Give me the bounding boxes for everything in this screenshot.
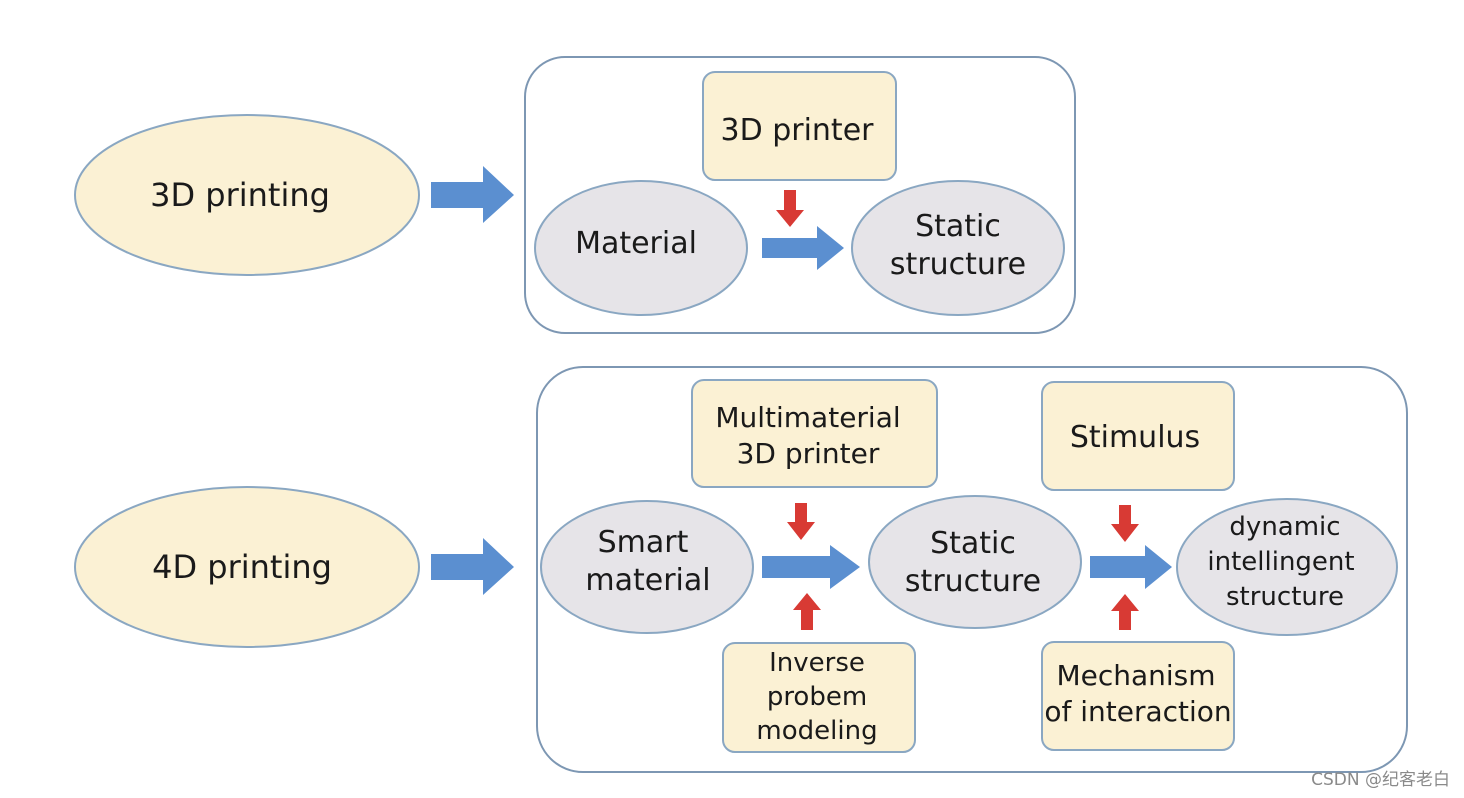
process-4d-printing-label: 4D printing (152, 548, 332, 586)
material-node (534, 180, 748, 316)
multimaterial-printer-box (691, 379, 938, 488)
multimaterial-printer-label-line1: Multimaterial (715, 401, 900, 434)
watermark-text: CSDN @纪客老白 (1311, 770, 1450, 790)
static-structure-3d-node (851, 180, 1065, 316)
row-3d-material-to-structure-arrow (762, 226, 844, 270)
inverse-modeling-box (722, 642, 916, 753)
process-3d-printing-node (74, 114, 420, 276)
row-3d-flow-arrow (431, 166, 514, 223)
row-4d-process-frame (536, 366, 1408, 773)
static-structure-3d-label-line2: structure (890, 247, 1026, 282)
static-structure-4d-node (868, 495, 1082, 629)
dynamic-structure-label-line1: dynamic (1229, 512, 1340, 542)
stimulus-down-arrow (1111, 505, 1139, 542)
smart-material-node (540, 500, 754, 634)
dynamic-structure-label-line3: structure (1226, 582, 1344, 612)
printer-3d-label: 3D printer (720, 113, 874, 148)
inverse-modeling-up-arrow (793, 593, 821, 630)
dynamic-structure-node (1176, 498, 1398, 636)
inverse-modeling-label-line3: modeling (756, 716, 877, 746)
mechanism-label-line2: of interaction (1044, 695, 1231, 728)
static-to-dynamic-arrow (1090, 545, 1172, 589)
material-label: Material (575, 226, 697, 261)
static-structure-4d-label-line2: structure (905, 564, 1041, 599)
static-structure-4d-label-line1: Static (930, 526, 1016, 561)
printer-3d-box (702, 71, 897, 181)
printer-3d-down-arrow (776, 190, 804, 227)
inverse-modeling-label-line1: Inverse (769, 648, 865, 678)
smart-material-label-line2: material (585, 563, 710, 598)
process-4d-printing-node (74, 486, 420, 648)
smart-material-label-line1: Smart (598, 525, 689, 560)
process-3d-printing-label: 3D printing (150, 176, 330, 214)
smart-material-to-static-arrow (762, 545, 860, 589)
multimaterial-printer-down-arrow (787, 503, 815, 540)
static-structure-3d-label-line1: Static (915, 209, 1001, 244)
inverse-modeling-label-line2: probem (767, 682, 867, 712)
mechanism-up-arrow (1111, 594, 1139, 630)
row-3d-process-frame (524, 56, 1076, 334)
multimaterial-printer-label-line2: 3D printer (737, 437, 880, 470)
row-4d-flow-arrow (431, 538, 514, 595)
stimulus-label: Stimulus (1070, 420, 1200, 455)
mechanism-box (1041, 641, 1235, 751)
mechanism-label-line1: Mechanism (1056, 659, 1215, 692)
stimulus-box (1041, 381, 1235, 491)
dynamic-structure-label-line2: intellingent (1207, 547, 1354, 577)
